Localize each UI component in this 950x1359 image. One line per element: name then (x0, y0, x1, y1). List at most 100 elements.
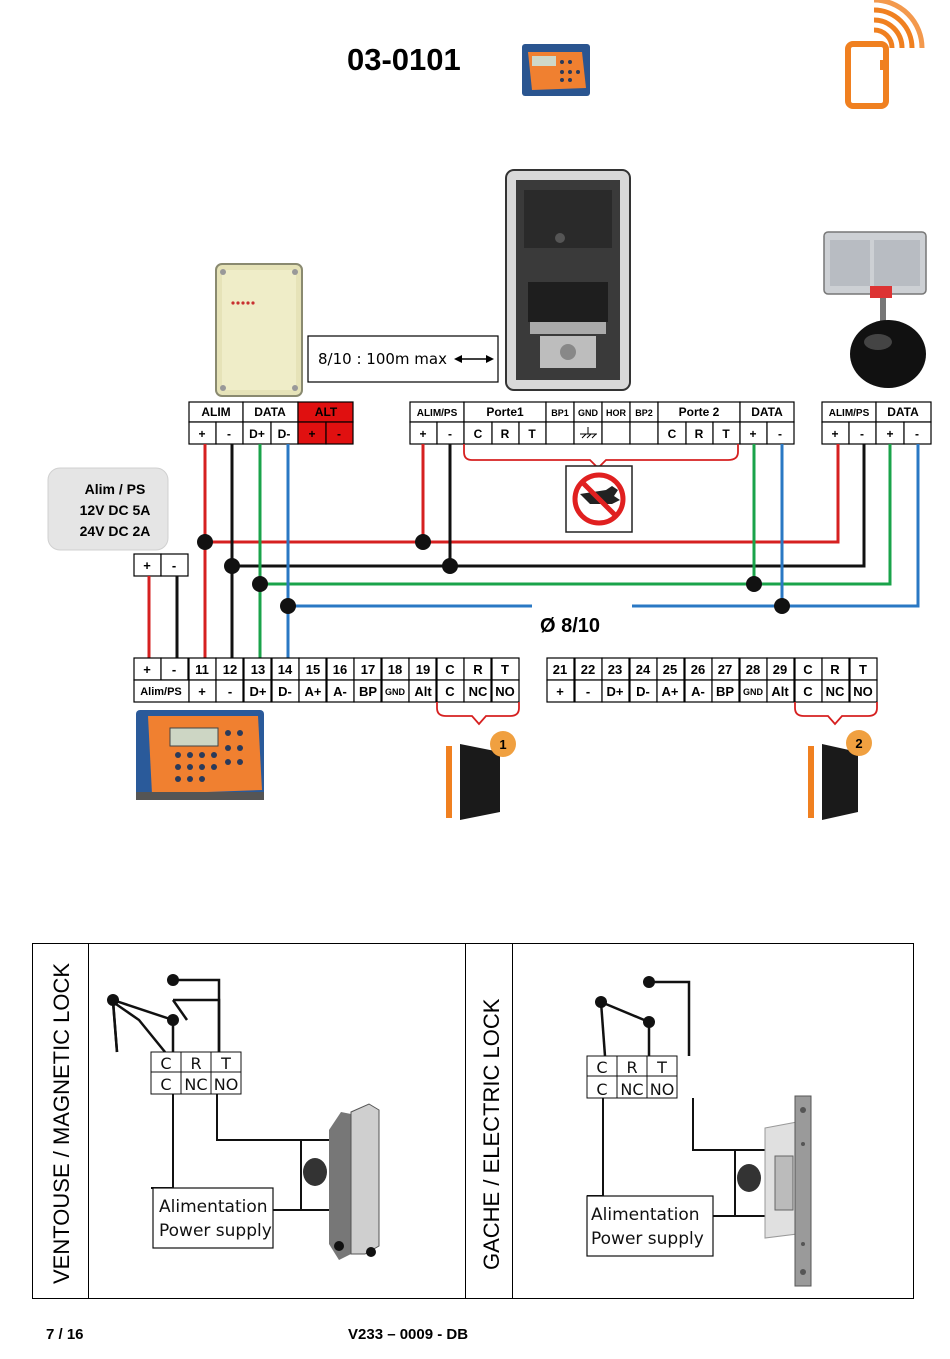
module-a-pin: - (227, 427, 231, 441)
electric-strike-icon (737, 1095, 812, 1287)
door-1-icon: 1 (446, 731, 516, 820)
controller-left-bottom-pin: A- (333, 684, 347, 699)
controller-right-bottom-pin: BP (716, 684, 734, 699)
elec-relay-top-pin: R (626, 1058, 637, 1077)
controller-left-top-pin: 12 (223, 662, 237, 677)
magnetic-lock-icon (303, 1103, 380, 1260)
reader-header-hor: HOR (606, 408, 627, 418)
reader-pin: - (778, 427, 782, 441)
module-c-header-data: DATA (887, 405, 919, 419)
controller-left-top-pin: 15 (306, 662, 320, 677)
electric-lock-diagram: C R T C NC NO Alimentation Power supply (586, 976, 812, 1287)
controller-left-top-pin: 19 (416, 662, 430, 677)
elec-relay-bottom-pin: NC (620, 1080, 643, 1099)
controller-left-top-pin: C (445, 662, 455, 677)
module-c-pin: - (915, 427, 919, 441)
reader-pin: - (448, 427, 452, 441)
module-a-terminal-block (188, 401, 354, 445)
reader-header-gnd: GND (578, 408, 599, 418)
controller-left-bottom-pin: Alt (414, 684, 432, 699)
elec-psu-line2: Power supply (591, 1229, 704, 1249)
cable-gauge-label: Ø 8/10 (540, 615, 600, 637)
reader-pin: T (722, 427, 730, 441)
door2-relay-bracket (794, 702, 878, 726)
controller-right-top-pin: 23 (608, 662, 622, 677)
module-a-pin: D- (278, 427, 291, 441)
module-c-pin: + (886, 427, 893, 441)
reader-header-porte2: Porte 2 (679, 405, 720, 419)
controller-left-bottom-pin: NC (469, 684, 488, 699)
reader-header-bp1: BP1 (551, 408, 569, 418)
panel-divider (88, 944, 89, 1298)
reader-pin: C (668, 427, 677, 441)
no-touch-warning-icon (565, 465, 633, 533)
door1-relay-bracket (436, 702, 520, 726)
controller-right-bottom-pin: NC (826, 684, 845, 699)
controller-left-top-pin: T (501, 662, 509, 677)
reader-header-data: DATA (751, 405, 783, 419)
panel-divider (512, 944, 513, 1298)
controller-right-bottom-pin: D- (636, 684, 650, 699)
power-supply-line2: 12V DC 5A (80, 502, 151, 518)
power-supply-box: Alim / PS 12V DC 5A 24V DC 2A (47, 467, 169, 551)
mag-relay-top-pin: T (220, 1054, 231, 1073)
mag-psu-line1: Alimentation (159, 1197, 268, 1217)
mag-relay-bottom-pin: NO (214, 1075, 239, 1094)
power-supply-plus: + (143, 558, 151, 573)
reader-pin: T (528, 427, 536, 441)
relay-module-image (823, 231, 927, 388)
controller-right-bottom-pin: - (586, 684, 590, 699)
ground-symbol-icon (580, 427, 597, 439)
module-a-header-alim: ALIM (201, 405, 230, 419)
mag-psu-line2: Power supply (159, 1221, 272, 1241)
power-supply-minus: - (172, 558, 176, 573)
wireless-phone-logo-icon (845, 0, 925, 109)
module-a-pin: - (337, 427, 341, 441)
wire-junctions (197, 534, 790, 614)
controller-right-bottom-pin: Alt (771, 684, 789, 699)
magnetic-lock-diagram: C R T C NC NO Alimentation Power supply (107, 974, 380, 1260)
module-a-pin: D+ (249, 427, 265, 441)
reader-header-porte1: Porte1 (486, 405, 524, 419)
panel-divider (465, 944, 466, 1298)
controller-left-terminal-block (133, 657, 520, 703)
mag-relay-bottom-pin: C (160, 1075, 171, 1094)
controller-right-top-pin: 22 (581, 662, 595, 677)
controller-board-image (136, 710, 264, 800)
controller-right-top-pin: 26 (691, 662, 705, 677)
controller-left-bottom-pin: - (228, 684, 232, 699)
mag-relay-bottom-pin: NC (184, 1075, 207, 1094)
controller-right-bottom-pin: + (556, 684, 564, 699)
controller-right-bottom-pin: GND (743, 687, 764, 697)
controller-left-top-pin: + (143, 662, 151, 677)
controller-right-top-pin: 25 (663, 662, 677, 677)
controller-left-bottom-pin: D- (278, 684, 292, 699)
door-1-number: 1 (499, 737, 506, 752)
controller-left-bottom-pin: Alim/PS (140, 686, 182, 698)
reader-device-image (505, 169, 631, 391)
controller-left-top-pin: - (172, 662, 176, 677)
reader-pin: C (474, 427, 483, 441)
reader-header-alim: ALIM/PS (417, 408, 458, 419)
controller-right-terminal-block (546, 657, 878, 703)
elec-relay-bottom-pin: NO (650, 1080, 675, 1099)
controller-left-bottom-pin: C (445, 684, 455, 699)
mag-relay-top-pin: C (160, 1054, 171, 1073)
distance-note: 8/10 : 100m max (307, 335, 499, 383)
module-a-pin: + (198, 427, 205, 441)
controller-left-bottom-pin: D+ (250, 684, 267, 699)
controller-right-bottom-pin: A+ (662, 684, 679, 699)
controller-left-top-pin: 14 (278, 662, 293, 677)
controller-right-bottom-pin: C (803, 684, 813, 699)
reader-pin: + (419, 427, 426, 441)
controller-thumbnail-icon (522, 44, 590, 96)
module-c-pin: + (831, 427, 838, 441)
document-code: 03-0101 (347, 42, 461, 77)
distance-note-text: 8/10 : 100m max (318, 350, 447, 368)
controller-left-bottom-pin: BP (359, 684, 377, 699)
controller-right-bottom-pin: A- (691, 684, 705, 699)
controller-right-top-pin: 28 (746, 662, 760, 677)
power-supply-line1: Alim / PS (85, 481, 146, 497)
power-supply-line3: 24V DC 2A (80, 523, 151, 539)
door-2-icon: 2 (808, 730, 872, 820)
